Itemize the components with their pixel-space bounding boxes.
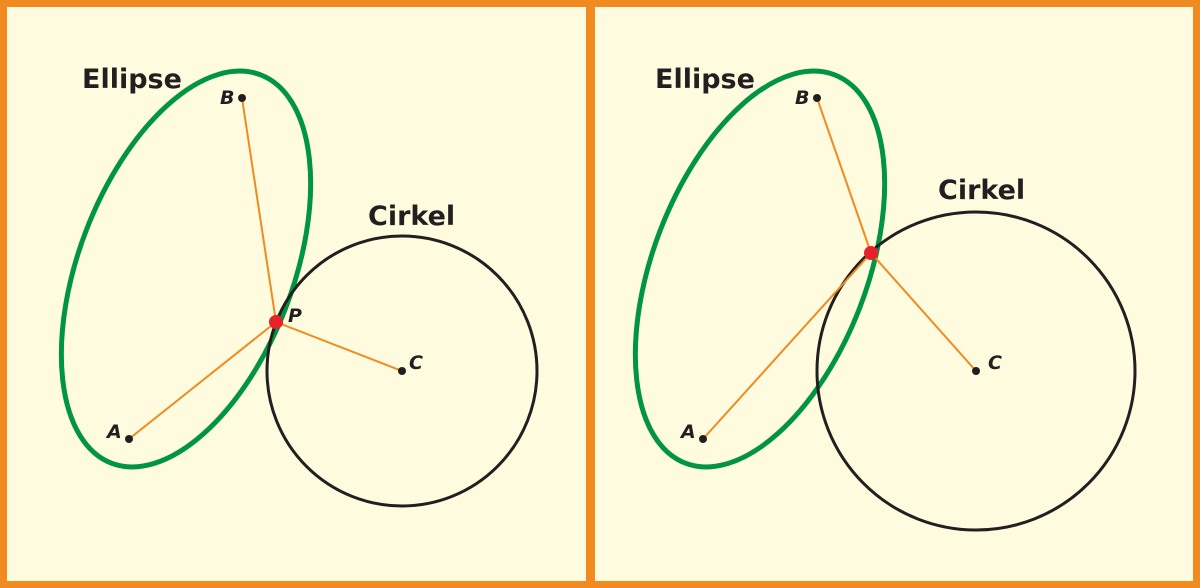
point-c-label: C	[988, 352, 1002, 374]
segment-a-p	[702, 252, 872, 440]
ellipse-label: Ellipse	[82, 64, 182, 95]
segment-b-p	[241, 97, 277, 323]
ellipse-curve	[632, 68, 888, 470]
segment-c-p	[275, 321, 403, 372]
point-a-label: A	[679, 421, 696, 443]
point-b	[238, 94, 246, 102]
circle-curve	[265, 234, 539, 508]
circle-label: Cirkel	[368, 201, 455, 232]
ellipse-label: Ellipse	[655, 64, 755, 95]
point-p	[269, 315, 283, 329]
point-b	[813, 94, 821, 102]
point-a-label: A	[105, 421, 122, 443]
point-p	[864, 246, 878, 260]
point-c-label: C	[409, 352, 423, 374]
point-p-label: P	[288, 305, 302, 327]
point-b-label: B	[220, 87, 234, 109]
ellipse-curve	[58, 68, 314, 470]
panel-left: Ellipse Cirkel A B C P	[7, 7, 586, 581]
point-b-label: B	[795, 87, 809, 109]
segment-c-p	[870, 252, 977, 372]
point-c	[972, 367, 980, 375]
point-c	[398, 367, 406, 375]
panel-left-background	[7, 7, 586, 581]
segment-b-p	[816, 97, 872, 254]
point-a	[699, 435, 707, 443]
panel-right: Ellipse Cirkel A B C	[595, 7, 1193, 581]
panel-right-background	[595, 7, 1193, 581]
circle-label: Cirkel	[938, 175, 1025, 206]
circle-curve	[815, 210, 1137, 532]
segment-a-p	[128, 321, 277, 440]
point-a	[125, 435, 133, 443]
